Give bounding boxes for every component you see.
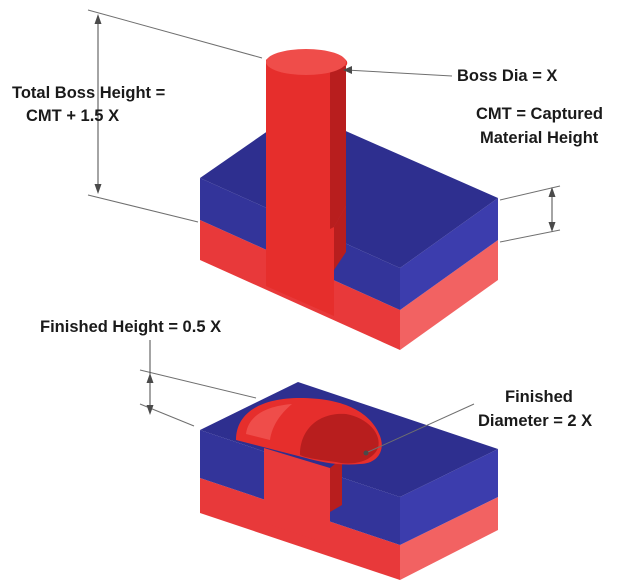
finished-diameter-label-line2: Diameter = 2 X	[478, 412, 592, 430]
total-boss-height-label-line1: Total Boss Height =	[12, 84, 165, 102]
cmt-label-line2: Material Height	[480, 129, 599, 147]
finished-diameter-dot	[363, 450, 369, 456]
finished-height-arrow-up	[146, 373, 154, 383]
bottom-red-layer-side	[400, 497, 498, 580]
finished-height-ext-top	[139, 369, 257, 399]
finished-height-label: Finished Height = 0.5 X	[40, 318, 221, 336]
total-height-arrow-up	[94, 14, 102, 24]
cmt-ext-top	[499, 185, 561, 201]
finished-diameter-leader	[367, 403, 475, 453]
cmt-arrow-down	[548, 222, 556, 232]
top-red-layer-side	[400, 240, 498, 350]
cmt-arrow-up	[548, 187, 556, 197]
cmt-ext-bottom	[499, 229, 561, 243]
bottom-blue-layer-side	[400, 449, 498, 545]
top-block-assembly	[200, 49, 498, 350]
top-blue-layer-side	[400, 198, 498, 310]
finished-diameter-label-line1: Finished	[505, 388, 573, 406]
boss-dia-leader	[345, 69, 453, 77]
boss-cylinder-shade	[330, 66, 346, 229]
finished-height-arrow-down	[146, 405, 154, 415]
boss-dia-label: Boss Dia = X	[457, 67, 557, 85]
top-red-channel-inner	[334, 206, 346, 270]
total-height-ext-bottom	[87, 194, 199, 223]
total-height-arrow-down	[94, 184, 102, 194]
formed-head-shade	[300, 413, 379, 464]
boss-cylinder-top	[266, 49, 346, 75]
boss-cylinder-body	[266, 50, 348, 317]
bottom-block-assembly	[200, 382, 498, 580]
formed-head-highlight	[246, 404, 292, 440]
cmt-label-line1: CMT = Captured	[476, 105, 603, 123]
bottom-red-channel-inner	[330, 458, 342, 512]
dimension-lines	[87, 9, 561, 456]
total-height-ext-top	[87, 9, 263, 59]
boss-dia-arrow	[343, 66, 352, 74]
labels: Total Boss Height = CMT + 1.5 X Boss Dia…	[12, 67, 603, 430]
total-boss-height-label-line2: CMT + 1.5 X	[26, 107, 119, 125]
bottom-red-channel-front	[264, 448, 330, 545]
